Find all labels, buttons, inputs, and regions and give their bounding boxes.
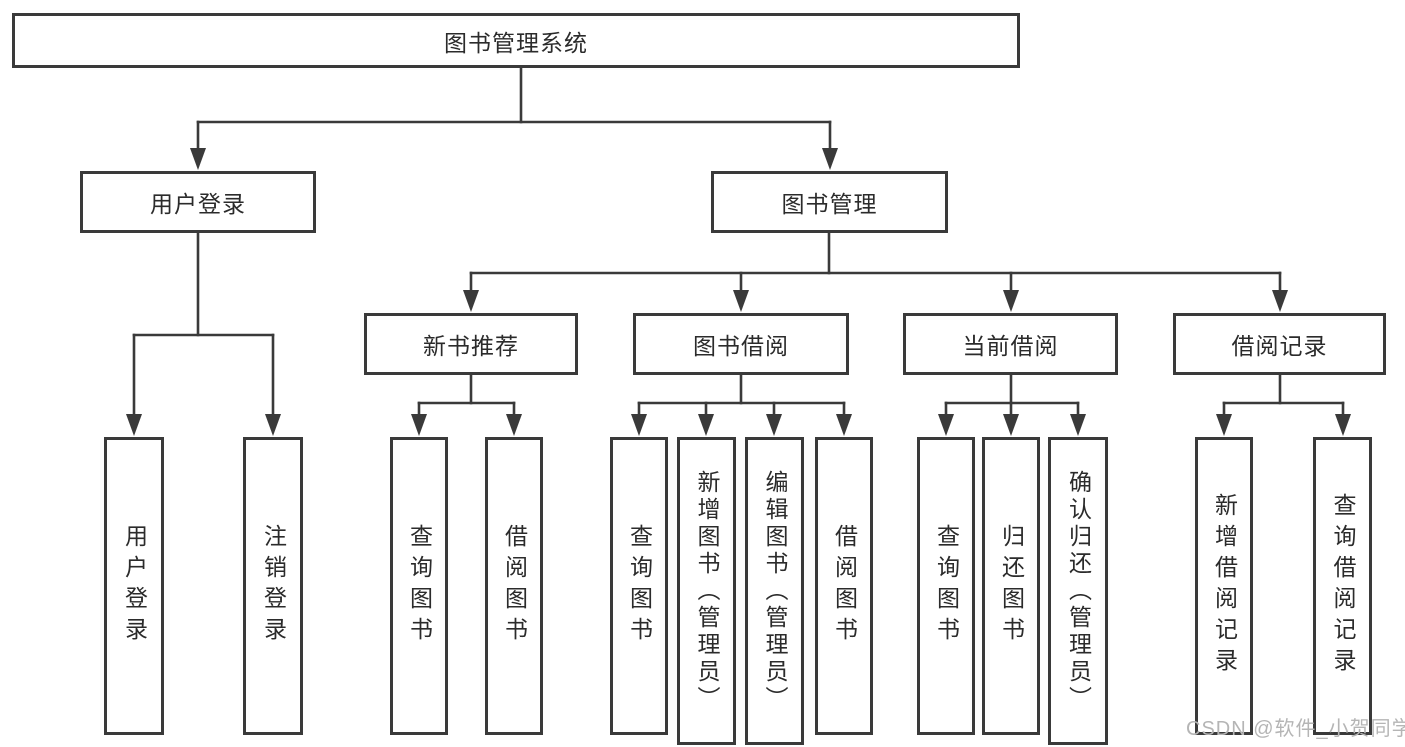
leaf-label: 借阅图书 bbox=[831, 524, 858, 648]
leaf-borrow-borrow-books: 借阅图书 bbox=[815, 437, 873, 735]
leaf-label: 新增图书（管理员） bbox=[694, 469, 720, 713]
leaf-label: 编辑图书（管理员） bbox=[762, 469, 788, 713]
leaf-label: 用户登录 bbox=[121, 524, 148, 648]
leaf-label: 查询借阅记录 bbox=[1330, 493, 1356, 679]
node-new-book-recommend: 新书推荐 bbox=[364, 313, 578, 375]
csdn-watermark: CSDN @软件_小贺同学 bbox=[1186, 718, 1405, 740]
leaf-logout: 注销登录 bbox=[243, 437, 303, 735]
node-borrowing-records: 借阅记录 bbox=[1173, 313, 1386, 375]
leaf-edit-books-admin: 编辑图书（管理员） bbox=[745, 437, 804, 745]
leaf-label: 归还图书 bbox=[998, 524, 1025, 648]
node-current-borrowing: 当前借阅 bbox=[903, 313, 1118, 375]
leaf-newbook-borrow-books: 借阅图书 bbox=[485, 437, 543, 735]
leaf-query-borrow-record: 查询借阅记录 bbox=[1313, 437, 1372, 735]
node-library-system: 图书管理系统 bbox=[12, 13, 1020, 68]
leaf-label: 查询图书 bbox=[626, 524, 653, 648]
leaf-current-query-books: 查询图书 bbox=[917, 437, 975, 735]
leaf-label: 借阅图书 bbox=[501, 524, 528, 648]
node-book-borrowing: 图书借阅 bbox=[633, 313, 849, 375]
leaf-label: 确认归还（管理员） bbox=[1065, 469, 1092, 713]
leaf-label: 注销登录 bbox=[260, 524, 287, 648]
node-user-login: 用户登录 bbox=[80, 171, 316, 233]
leaf-label: 查询图书 bbox=[933, 524, 960, 648]
node-book-management: 图书管理 bbox=[711, 171, 948, 233]
leaf-user-login: 用户登录 bbox=[104, 437, 164, 735]
leaf-label: 新增借阅记录 bbox=[1211, 493, 1238, 679]
leaf-add-borrow-record: 新增借阅记录 bbox=[1195, 437, 1253, 735]
leaf-confirm-return-admin: 确认归还（管理员） bbox=[1048, 437, 1108, 745]
leaf-add-books-admin: 新增图书（管理员） bbox=[677, 437, 736, 745]
leaf-borrow-query-books: 查询图书 bbox=[610, 437, 668, 735]
leaf-newbook-query-books: 查询图书 bbox=[390, 437, 448, 735]
leaf-return-books: 归还图书 bbox=[982, 437, 1040, 735]
leaf-label: 查询图书 bbox=[406, 524, 433, 648]
